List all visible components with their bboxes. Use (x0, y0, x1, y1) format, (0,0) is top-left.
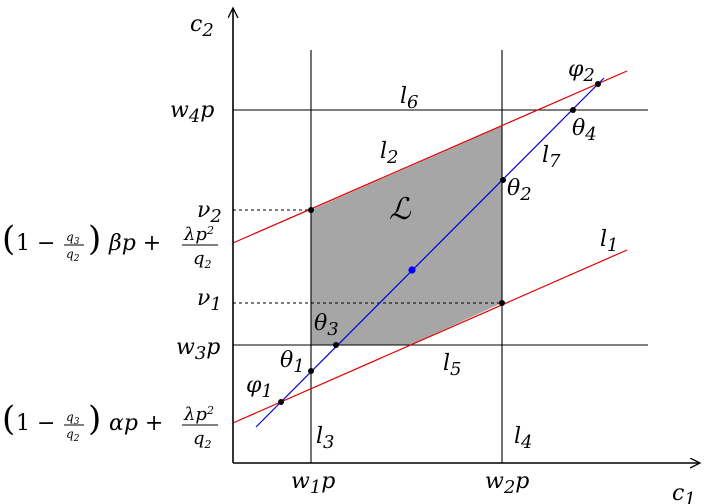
x-tick-w2p: w2p (485, 469, 529, 498)
y-axis-label: c2 (190, 12, 214, 41)
point-theta1 (308, 368, 314, 374)
label-l5: l5 (443, 351, 462, 380)
label-theta3: θ3 (314, 311, 339, 340)
svg-text:): ) (88, 399, 101, 439)
svg-text:(: ( (2, 399, 15, 439)
label-theta2: θ2 (507, 176, 532, 205)
x-tick-w1p: w1p (291, 469, 335, 498)
label-l7: l7 (542, 143, 561, 172)
svg-text:αp +: αp + (109, 411, 163, 436)
svg-text:λp2: λp2 (183, 404, 214, 425)
svg-text:): ) (88, 219, 101, 259)
label-theta1: θ1 (280, 348, 305, 377)
region-label: ℒ (389, 192, 412, 227)
label-phi2: φ2 (568, 57, 595, 86)
svg-text:λp2: λp2 (183, 224, 214, 245)
label-l1: l1 (600, 227, 619, 256)
label-theta4: θ4 (572, 116, 597, 145)
line-l1 (232, 249, 628, 424)
svg-text:(: ( (2, 219, 15, 259)
svg-text:q3: q3 (66, 230, 80, 247)
region-L (311, 126, 502, 345)
svg-text:q2: q2 (66, 247, 80, 264)
x-axis-label: c1 (672, 481, 696, 504)
center-point (408, 266, 416, 274)
label-l6: l6 (400, 84, 419, 113)
label-phi1: φ1 (246, 373, 273, 402)
line-l2 (232, 70, 628, 244)
point-phi1 (278, 399, 284, 405)
intercept-lower: ( 1 − q3 q2 ) αp + λp2 q2 (2, 399, 218, 451)
svg-text:q2: q2 (66, 427, 80, 444)
point-theta4 (570, 107, 576, 113)
svg-text:1 −: 1 − (16, 231, 55, 256)
svg-text:1 −: 1 − (16, 411, 55, 436)
svg-text:q2: q2 (193, 428, 212, 451)
y-tick-nu2: ν2 (197, 198, 222, 227)
line-l7 (255, 77, 605, 428)
svg-text:q3: q3 (66, 410, 80, 427)
y-tick-w3p: w3p (176, 335, 220, 364)
intercept-upper: ( 1 − q3 q2 ) βp + λp2 q2 (2, 219, 218, 271)
svg-text:βp +: βp + (108, 231, 161, 256)
label-l2: l2 (380, 139, 399, 168)
svg-text:q2: q2 (193, 248, 212, 271)
y-tick-w4p: w4p (170, 98, 214, 127)
point-phi2 (595, 81, 601, 87)
y-tick-nu1: ν1 (197, 286, 222, 315)
point-nu2 (308, 207, 314, 213)
label-l4: l4 (514, 424, 533, 453)
point-nu1 (499, 300, 505, 306)
label-l3: l3 (316, 424, 335, 453)
point-theta2 (500, 177, 506, 183)
point-theta3 (333, 342, 339, 348)
